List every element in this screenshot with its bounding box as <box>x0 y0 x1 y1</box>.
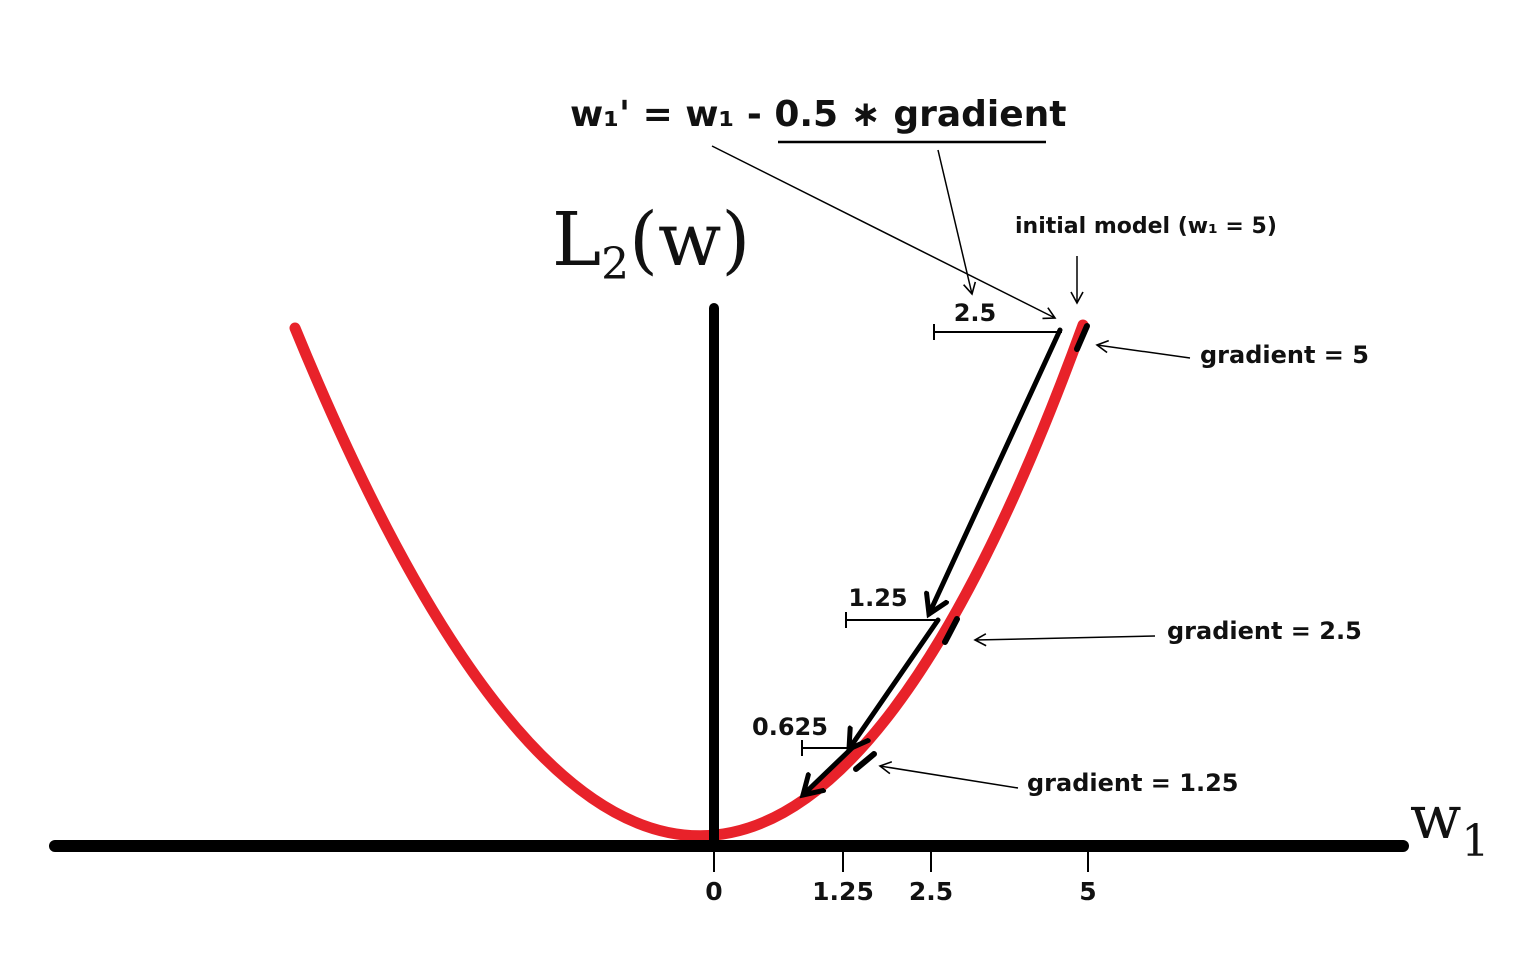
descent-step1-arrow <box>929 327 1063 614</box>
descent-step3-arrow <box>803 745 855 795</box>
tick-label-2.5: 2.5 <box>909 877 953 906</box>
tangent-mark-2 <box>942 616 960 645</box>
step2-label: 1.25 <box>848 584 907 612</box>
x-axis-label: w1 <box>1410 783 1489 867</box>
initial-model-label: initial model (w₁ = 5) <box>1015 214 1277 239</box>
formula-step-term: 0.5 ∗ gradient <box>774 94 1066 135</box>
gradient3-pointer <box>878 761 1019 789</box>
step3-label: 0.625 <box>752 713 828 741</box>
step2-bracket <box>845 612 938 628</box>
loss-curve <box>289 319 1089 842</box>
gradient3-label: gradient = 1.25 <box>1027 769 1239 797</box>
gradient2-label: gradient = 2.5 <box>1167 617 1362 645</box>
step1-bracket <box>933 324 1062 340</box>
descent-step2-arrow <box>849 617 941 749</box>
formula-pointer-to-point <box>711 145 1057 320</box>
tangent-mark-3 <box>853 751 877 772</box>
gradient1-pointer <box>1095 339 1191 359</box>
x-ticks <box>713 846 1089 872</box>
step3-bracket <box>801 740 855 756</box>
update-formula: w₁' = w₁ - 0.5 ∗ gradient <box>570 94 1067 135</box>
step1-label: 2.5 <box>954 299 997 327</box>
gradient1-label: gradient = 5 <box>1200 341 1369 369</box>
gradient2-pointer <box>973 633 1156 647</box>
tangent-mark-1 <box>1074 323 1090 352</box>
y-axis-label: L2(w) <box>552 197 750 290</box>
formula-pointer-to-step <box>937 149 977 296</box>
tick-label-0: 0 <box>705 877 722 906</box>
tick-label-1.25: 1.25 <box>812 877 874 906</box>
tick-label-5: 5 <box>1079 877 1096 906</box>
